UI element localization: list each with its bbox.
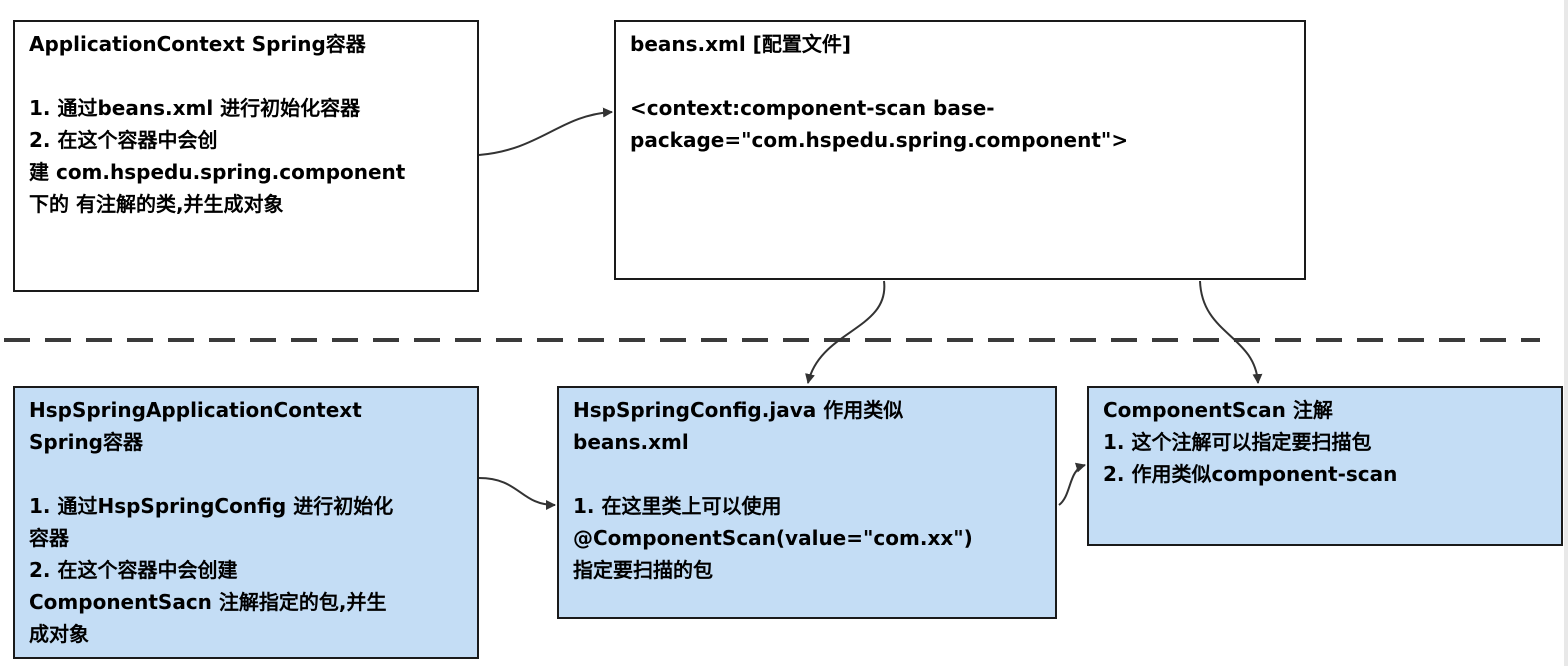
box-title: ComponentScan 注解 <box>1103 398 1333 422</box>
box-text: 1. 通过beans.xml 进行初始化容器 <box>29 96 361 120</box>
box-text: 2. 作用类似component-scan <box>1103 462 1398 486</box>
spacer <box>29 60 463 92</box>
box-text: ComponentSacn 注解指定的包,并生 <box>29 590 387 614</box>
arrow-hspcfg-to-compscan <box>1058 462 1086 506</box>
box-text: 1. 这个注解可以指定要扫描包 <box>1103 430 1372 454</box>
page-edge <box>1564 0 1568 666</box>
componentscan-box: ComponentScan 注解 1. 这个注解可以指定要扫描包 2. 作用类似… <box>1087 386 1563 546</box>
box-text: 1. 通过HspSpringConfig 进行初始化 <box>29 494 394 518</box>
spacer <box>29 458 463 490</box>
arrow-hspctx-to-hspcfg <box>478 477 556 510</box>
arrow-appctx-to-beans <box>478 107 613 156</box>
box-text: 成对象 <box>29 622 89 646</box>
box-text: 下的 有注解的类,并生成对象 <box>29 192 284 216</box>
box-text: @ComponentScan(value="com.xx") <box>573 526 973 550</box>
box-title: Spring容器 <box>29 430 143 454</box>
box-text: 指定要扫描的包 <box>573 558 713 582</box>
beans-xml-box: beans.xml [配置文件] <context:component-scan… <box>614 20 1306 280</box>
box-text: 1. 在这里类上可以使用 <box>573 494 782 518</box>
box-text: 容器 <box>29 526 69 550</box>
hsp-springconfig-box: HspSpringConfig.java 作用类似 beans.xml 1. 在… <box>557 386 1057 619</box>
box-title: HspSpringApplicationContext <box>29 398 362 422</box>
box-title: ApplicationContext Spring容器 <box>29 32 366 56</box>
box-text: 2. 在这个容器中会创建 <box>29 558 238 582</box>
hsp-applicationcontext-box: HspSpringApplicationContext Spring容器 1. … <box>13 386 479 659</box>
applicationcontext-box: ApplicationContext Spring容器 1. 通过beans.x… <box>13 20 479 292</box>
box-title: beans.xml <box>573 430 689 454</box>
box-title: HspSpringConfig.java 作用类似 <box>573 398 904 422</box>
arrow-beans-to-compscan <box>1199 280 1263 384</box>
box-text: 建 com.hspedu.spring.component <box>29 160 406 184</box>
spacer <box>573 458 1041 490</box>
spacer <box>630 60 1290 92</box>
box-title: beans.xml [配置文件] <box>630 32 851 56</box>
box-text: <context:component-scan base- <box>630 96 995 120</box>
box-text: 2. 在这个容器中会创 <box>29 128 218 152</box>
box-text: package="com.hspedu.spring.component"> <box>630 128 1129 152</box>
arrow-beans-to-hspcfg <box>805 280 886 384</box>
